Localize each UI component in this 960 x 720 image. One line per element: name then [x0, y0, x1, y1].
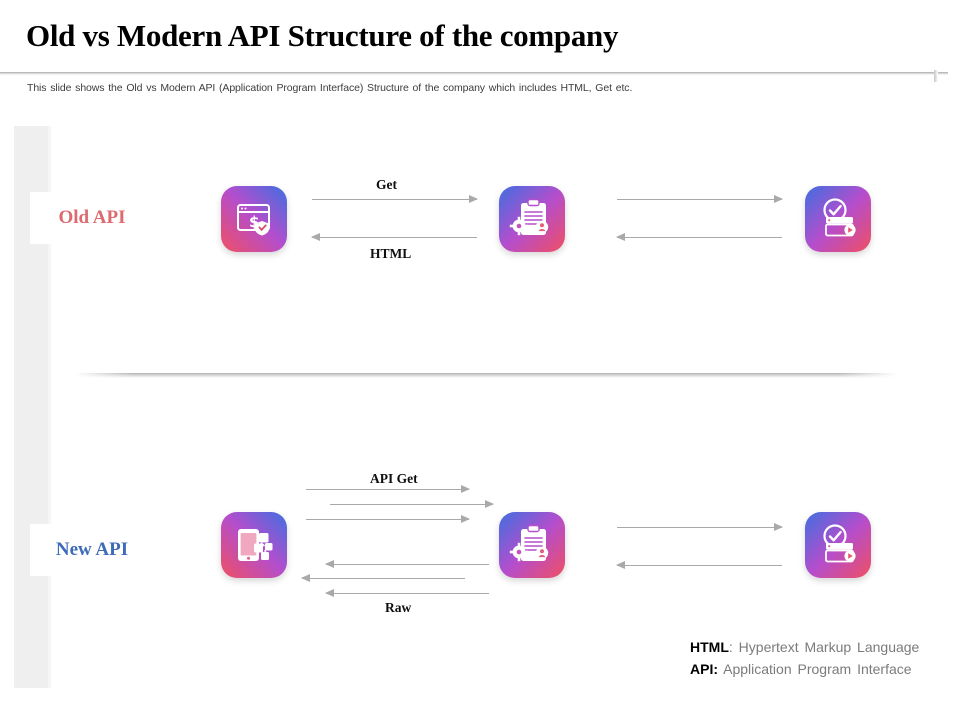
svg-text:$: $	[249, 213, 259, 231]
flow-caption-get: Get	[376, 177, 397, 192]
check-circle-card-play-icon	[805, 512, 871, 578]
new-api-tag[interactable]: New API	[30, 524, 180, 576]
new-api-tag-label: New API	[55, 539, 129, 560]
title-divider	[0, 72, 948, 75]
legend-definition-api: Application Program Interface	[723, 661, 912, 677]
page-subtitle: This slide shows the Old vs Modern API (…	[27, 82, 633, 94]
flow-caption-api-get: API Get	[370, 471, 418, 486]
arrow-old-get-right	[312, 194, 478, 205]
section-divider	[76, 373, 896, 378]
flow-caption-html: HTML	[370, 246, 412, 261]
page-title: Old vs Modern API Structure of the compa…	[26, 18, 619, 53]
legend-separator-html: :	[728, 639, 739, 655]
arrow-new-col2-right	[617, 522, 783, 533]
arrow-new-raw-left-2	[301, 573, 465, 584]
arrow-new-col2-left	[616, 560, 782, 571]
arrow-old-col2-right	[617, 194, 783, 205]
title-divider-cap	[934, 70, 938, 82]
arrow-new-apiget-right-1	[306, 484, 470, 495]
flow-caption-raw: Raw	[385, 600, 412, 615]
arrow-new-apiget-right-2	[330, 499, 494, 510]
clipboard-gear-user-icon	[499, 186, 565, 252]
old-api-tag-label: Old API	[58, 207, 126, 228]
old-api-tag[interactable]: Old API	[30, 192, 180, 244]
legend-term-api: API:	[690, 661, 718, 677]
arrow-old-col2-left	[616, 232, 782, 243]
abbreviation-legend: HTML: Hypertext Markup Language API: App…	[690, 636, 919, 680]
arrow-new-apiget-right-3	[306, 514, 470, 525]
arrow-new-raw-left-1	[325, 559, 489, 570]
browser-money-shield-icon: $	[221, 186, 287, 252]
legend-definition-html: Hypertext Markup Language	[738, 639, 920, 655]
legend-item-api: API: Application Program Interface	[690, 658, 919, 680]
legend-term-html: HTML	[690, 639, 729, 655]
clipboard-gear-user-icon	[499, 512, 565, 578]
mobile-nodes-icon	[221, 512, 287, 578]
left-accent-strip-edge	[48, 126, 51, 688]
legend-item-html: HTML: Hypertext Markup Language	[690, 636, 919, 658]
arrow-new-raw-left-3	[325, 588, 489, 599]
check-circle-card-play-icon	[805, 186, 871, 252]
arrow-old-html-left	[311, 232, 477, 243]
